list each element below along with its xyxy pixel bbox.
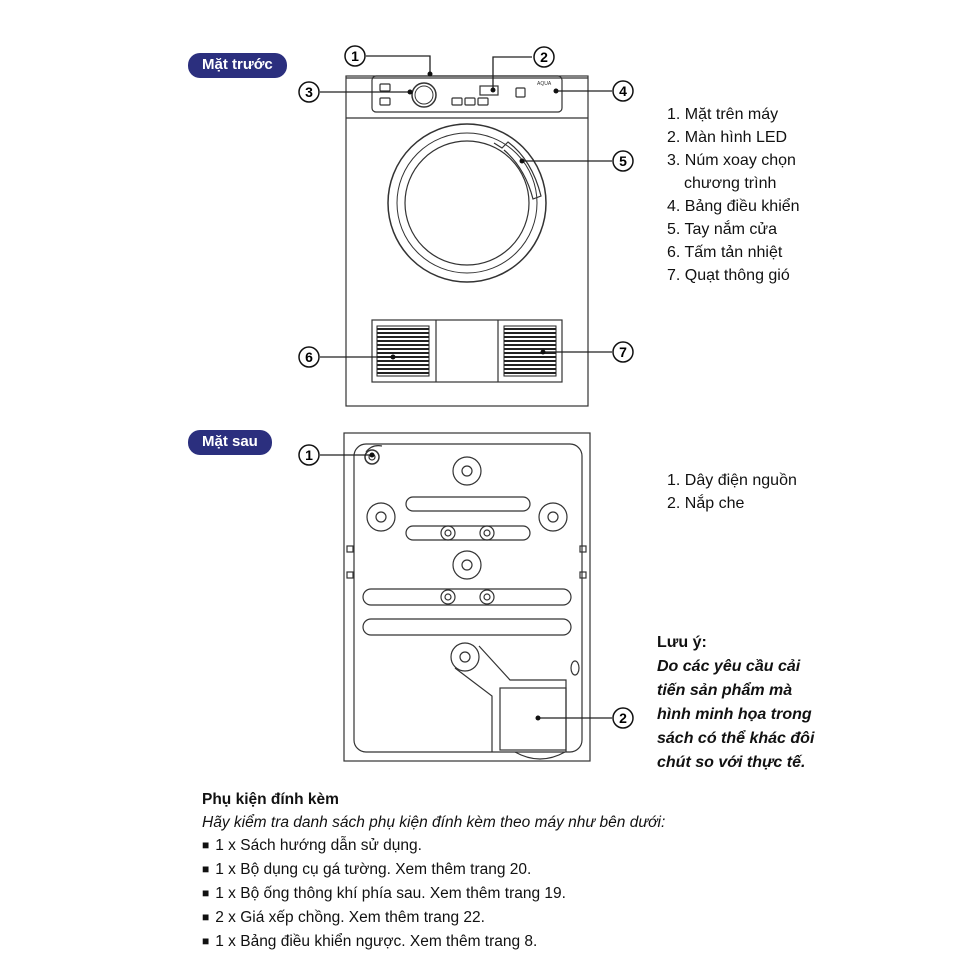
fan-vent bbox=[503, 325, 557, 377]
accessory-item: 1 x Bộ dụng cụ gá tường. Xem thêm trang … bbox=[202, 858, 665, 882]
callout-front-7: 7 bbox=[612, 341, 634, 363]
accessory-item: 2 x Giá xếp chồng. Xem thêm trang 22. bbox=[202, 906, 665, 930]
legend-item: 7. Quạt thông gió bbox=[667, 267, 790, 284]
legend-item: 1. Dây điện nguồn bbox=[667, 472, 797, 489]
legend-item: 4. Bảng điều khiển bbox=[667, 198, 800, 215]
accessories-section: Phụ kiện đính kèm Hãy kiểm tra danh sách… bbox=[202, 788, 665, 954]
legend-item: 5. Tay nắm cửa bbox=[667, 221, 778, 238]
callout-front-2: 2 bbox=[533, 46, 555, 68]
back-view-badge: Mặt sau bbox=[188, 430, 272, 455]
note-line: tiến sản phẩm mà bbox=[657, 682, 793, 699]
callout-front-5: 5 bbox=[612, 150, 634, 172]
callout-back-2: 2 bbox=[612, 707, 634, 729]
back-cover-plate bbox=[499, 687, 567, 751]
back-rail bbox=[405, 496, 531, 512]
door-handle bbox=[493, 141, 542, 200]
heat-sink-vent bbox=[376, 325, 430, 377]
back-view bbox=[343, 432, 591, 762]
power-cord bbox=[364, 449, 380, 465]
note-line: Do các yêu cầu cải bbox=[657, 658, 801, 675]
svg-text:7: 7 bbox=[619, 344, 627, 360]
control-panel bbox=[371, 75, 563, 113]
svg-text:3: 3 bbox=[305, 84, 313, 100]
svg-text:1: 1 bbox=[305, 447, 313, 463]
legend-item: 3. Núm xoay chọn bbox=[667, 152, 796, 169]
callout-front-6: 6 bbox=[298, 346, 320, 368]
front-leader-lines bbox=[320, 55, 612, 358]
svg-text:1: 1 bbox=[351, 48, 359, 64]
accessories-title: Phụ kiện đính kèm bbox=[202, 791, 339, 808]
legend-item: 2. Màn hình LED bbox=[667, 129, 788, 146]
dryer-back-body bbox=[343, 432, 591, 762]
legend-item: 6. Tấm tản nhiệt bbox=[667, 244, 783, 261]
note-title: Lưu ý: bbox=[657, 634, 707, 651]
svg-text:6: 6 bbox=[305, 349, 313, 365]
note-block: Lưu ý: Do các yêu cầu cải tiến sản phẩm … bbox=[657, 631, 814, 775]
note-line: chút so với thực tế. bbox=[657, 754, 806, 771]
front-leader-dots bbox=[390, 71, 559, 360]
legend-item: chương trình bbox=[684, 175, 777, 192]
back-legend: 1. Dây điện nguồn 2. Nắp che bbox=[667, 469, 797, 515]
note-line: sách có thể khác đôi bbox=[657, 730, 815, 747]
svg-text:2: 2 bbox=[540, 49, 548, 65]
note-line: hình minh họa trong bbox=[657, 706, 812, 723]
legend-item: 2. Nắp che bbox=[667, 495, 745, 512]
back-leader-lines bbox=[320, 454, 612, 719]
accessories-list: 1 x Sách hướng dẫn sử dụng. 1 x Bộ dụng … bbox=[202, 834, 665, 954]
callout-front-1: 1 bbox=[344, 45, 366, 67]
front-legend: 1. Mặt trên máy 2. Màn hình LED 3. Núm x… bbox=[667, 103, 800, 287]
accessory-item: 1 x Bộ ống thông khí phía sau. Xem thêm … bbox=[202, 882, 665, 906]
svg-text:2: 2 bbox=[619, 710, 627, 726]
led-display bbox=[479, 85, 499, 96]
callout-back-1: 1 bbox=[298, 444, 320, 466]
accessory-item: 1 x Sách hướng dẫn sử dụng. bbox=[202, 834, 665, 858]
note-body: Do các yêu cầu cải tiến sản phẩm mà hình… bbox=[657, 655, 814, 775]
accessories-subtitle: Hãy kiểm tra danh sách phụ kiện đính kèm… bbox=[202, 814, 666, 831]
accessory-item: 1 x Bảng điều khiển ngược. Xem thêm tran… bbox=[202, 930, 665, 954]
svg-text:5: 5 bbox=[619, 153, 627, 169]
door-glass bbox=[404, 140, 530, 266]
program-knob bbox=[411, 82, 437, 108]
door-outer-ring bbox=[387, 123, 547, 283]
front-view bbox=[345, 75, 589, 407]
back-leader-dots bbox=[369, 452, 541, 721]
brand-logo: AQUA bbox=[537, 81, 552, 87]
lower-panel bbox=[371, 319, 563, 383]
callout-front-3: 3 bbox=[298, 81, 320, 103]
svg-text:4: 4 bbox=[619, 83, 627, 99]
front-view-badge: Mặt trước bbox=[188, 53, 287, 78]
legend-item: 1. Mặt trên máy bbox=[667, 106, 779, 123]
callout-front-4: 4 bbox=[612, 80, 634, 102]
